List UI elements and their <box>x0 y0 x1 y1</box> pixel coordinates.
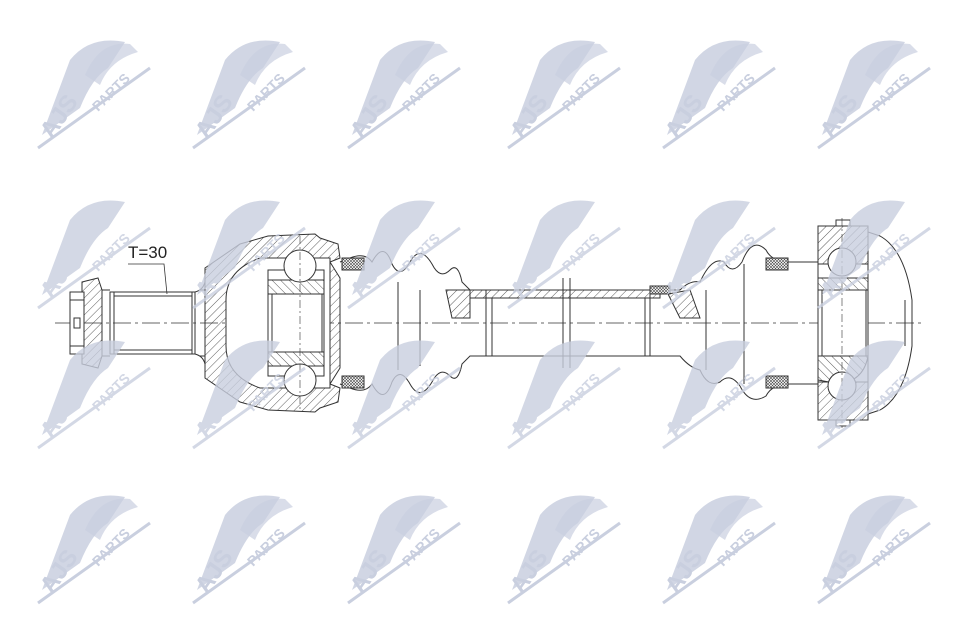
annotation-leader <box>128 263 168 295</box>
thread-annotation: T=30 <box>128 243 168 262</box>
left-nut <box>69 277 110 369</box>
inner-cv-joint <box>200 233 341 413</box>
outer-cv-joint <box>790 218 913 428</box>
right-boot <box>649 244 791 400</box>
